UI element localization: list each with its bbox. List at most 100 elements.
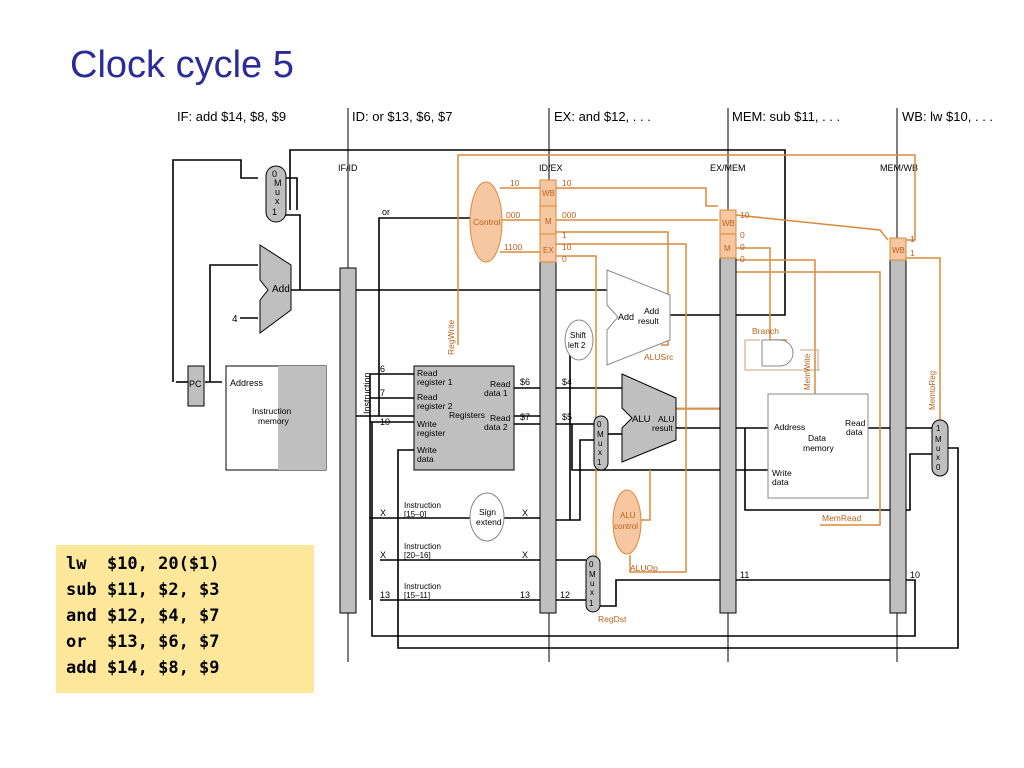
- svg-text:Address: Address: [230, 378, 264, 388]
- regdst-label: RegDst: [598, 614, 627, 624]
- svg-text:12: 12: [560, 590, 570, 600]
- svg-text:0: 0: [936, 463, 941, 472]
- svg-text:WB: WB: [722, 219, 735, 228]
- svg-text:M: M: [597, 430, 604, 439]
- svg-text:result: result: [638, 316, 659, 326]
- svg-text:PC: PC: [189, 379, 202, 389]
- svg-text:u: u: [590, 579, 594, 588]
- exmem-label: EX/MEM: [710, 163, 746, 173]
- svg-text:X: X: [522, 508, 528, 518]
- aluop-label: ALUOp: [630, 563, 658, 573]
- control-value-annotations: 10 000 1100 10 000 1 10 0 10 0 0 0 1 1: [504, 178, 915, 264]
- svg-text:1100: 1100: [504, 242, 523, 252]
- slide-title: Clock cycle 5: [70, 44, 294, 86]
- svg-text:data 1: data 1: [484, 388, 508, 398]
- sign-extend: Sign extend: [469, 492, 505, 542]
- code-line: add $14, $8, $9: [66, 658, 220, 678]
- svg-text:memory: memory: [803, 443, 834, 453]
- svg-text:Read: Read: [417, 392, 438, 402]
- svg-text:M: M: [274, 178, 282, 188]
- memwrite-label: MemWrite: [803, 353, 812, 390]
- svg-text:1: 1: [589, 599, 594, 608]
- svg-text:X: X: [522, 550, 528, 560]
- svg-text:x: x: [590, 588, 594, 597]
- svg-text:control: control: [614, 522, 638, 531]
- value-annotations: or 6 7 10 $6 $7 $4 $5 X X X X 13 13 12 1…: [380, 207, 920, 600]
- svg-text:10: 10: [740, 210, 750, 220]
- register-file: Read register 1 Read register 2 Write re…: [413, 365, 515, 471]
- svg-text:1: 1: [936, 424, 941, 433]
- svg-text:1: 1: [597, 458, 602, 467]
- svg-text:0: 0: [562, 254, 567, 264]
- svg-text:extend: extend: [476, 517, 502, 527]
- svg-text:Read: Read: [845, 418, 866, 428]
- ifid-register: Instruction: [339, 267, 372, 614]
- svg-text:6: 6: [380, 364, 385, 374]
- svg-text:M: M: [724, 244, 731, 253]
- svg-text:1: 1: [910, 234, 915, 244]
- svg-text:10: 10: [510, 178, 520, 188]
- svg-text:WB: WB: [892, 246, 905, 255]
- alusrc-label: ALUSrc: [644, 352, 674, 362]
- instr-field-20-16-a: Instruction: [404, 542, 441, 551]
- stage-label-wb: WB: lw $10, . . .: [902, 109, 993, 124]
- svg-text:data: data: [846, 427, 863, 437]
- memwb-register: WB: [889, 237, 907, 614]
- svg-text:0: 0: [597, 420, 602, 429]
- stage-label-if: IF: add $14, $8, $9: [177, 109, 286, 124]
- svg-text:Write: Write: [417, 445, 437, 455]
- svg-text:1: 1: [562, 230, 567, 240]
- svg-text:result: result: [652, 423, 673, 433]
- svg-text:$5: $5: [562, 412, 572, 422]
- svg-text:Instruction: Instruction: [362, 372, 372, 414]
- svg-text:register: register: [417, 428, 446, 438]
- svg-text:Sign: Sign: [479, 507, 496, 517]
- stage-label-ex: EX: and $12, . . .: [554, 109, 651, 124]
- svg-text:0: 0: [740, 254, 745, 264]
- memwb-label: MEM/WB: [880, 163, 918, 173]
- instr-field-15-11-b: [15–11]: [404, 591, 430, 600]
- svg-text:0: 0: [740, 242, 745, 252]
- svg-text:data 2: data 2: [484, 422, 508, 432]
- svg-text:0: 0: [589, 560, 594, 569]
- svg-text:Registers: Registers: [449, 410, 485, 420]
- svg-text:ALU: ALU: [620, 511, 636, 520]
- instr-field-15-0-a: Instruction: [404, 501, 441, 510]
- svg-text:1: 1: [910, 248, 915, 258]
- svg-text:Address: Address: [774, 422, 805, 432]
- svg-text:u: u: [936, 444, 940, 453]
- svg-text:X: X: [380, 550, 386, 560]
- svg-text:x: x: [275, 196, 280, 206]
- svg-text:Shift: Shift: [570, 331, 587, 340]
- svg-text:$4: $4: [562, 377, 572, 387]
- svg-text:x: x: [936, 453, 940, 462]
- svg-text:left 2: left 2: [568, 341, 586, 350]
- svg-text:M: M: [935, 435, 942, 444]
- svg-text:10: 10: [562, 242, 572, 252]
- svg-text:13: 13: [520, 590, 530, 600]
- instruction-memory: Address Instruction memory: [225, 365, 327, 471]
- alusrc-mux: 0 M u x 1: [593, 415, 609, 471]
- svg-text:Add: Add: [618, 312, 634, 322]
- svg-text:7: 7: [380, 388, 385, 398]
- svg-text:$6: $6: [520, 377, 530, 387]
- svg-text:ALU: ALU: [658, 414, 675, 424]
- svg-text:M: M: [589, 570, 596, 579]
- branch-label: Branch: [752, 326, 779, 336]
- svg-text:1: 1: [272, 207, 277, 217]
- svg-text:data: data: [417, 454, 434, 464]
- alu-control: ALU control: [612, 489, 642, 555]
- svg-text:M: M: [545, 217, 552, 226]
- instr-field-15-0-b: [15–0]: [404, 510, 426, 519]
- svg-text:Instruction: Instruction: [252, 406, 291, 416]
- stage-label-id: ID: or $13, $6, $7: [352, 109, 452, 124]
- code-line: or $13, $6, $7: [66, 632, 220, 652]
- svg-text:ALU: ALU: [632, 414, 651, 425]
- svg-text:Write: Write: [772, 468, 792, 478]
- svg-text:Add: Add: [644, 306, 659, 316]
- regdst-mux: 0 M u x 1: [585, 555, 601, 613]
- svg-text:10: 10: [562, 178, 572, 188]
- pc-register: PC: [187, 365, 205, 407]
- instr-field-15-11-a: Instruction: [404, 582, 441, 591]
- svg-text:register 2: register 2: [417, 401, 453, 411]
